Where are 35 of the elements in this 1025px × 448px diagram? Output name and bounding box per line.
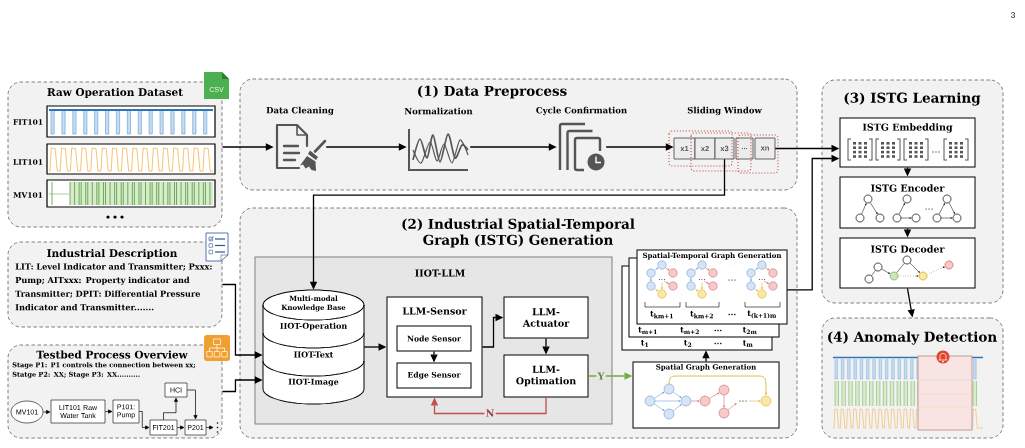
arrow (138, 411, 150, 430)
description-text: LIT: Level Indicator and Transmitter; Pxxx: Pump; AITxxx: Property indicator and Transmitter; DPIT: Differential Pressure Indicator and Transmitter....... (15, 263, 212, 311)
layer-label: IIOT-Image (288, 378, 339, 387)
time-label: t$_{m}$ (742, 340, 753, 347)
process-box: LLM-Actuator (503, 296, 589, 339)
arrow (176, 425, 185, 430)
arrow (42, 410, 51, 414)
time-label: t$_{2m}$ (742, 326, 757, 335)
time-label: t$_{km+1}$ (650, 310, 673, 319)
time-label: ... (714, 342, 722, 345)
step-label: Data Cleaning (266, 106, 334, 116)
step-label: Cycle Confirmation (536, 106, 627, 116)
time-label: t$_{m+1}$ (638, 326, 657, 335)
layer-label: IIOT-Text (294, 351, 334, 358)
layer-label: IIOT-Operation (280, 322, 347, 331)
arrow (163, 397, 178, 421)
time-label: t$_{1}$ (641, 339, 649, 348)
edge-label: Y (596, 371, 606, 381)
arrow (430, 396, 547, 415)
process-box: ISTG Decoder (839, 237, 976, 289)
time-label: ... (728, 313, 736, 316)
page-number: 3 (1011, 12, 1015, 18)
time-label: t$_{2}$ (684, 339, 692, 348)
time-label: t$_{(k+1)m}$ (747, 310, 777, 319)
process-box: ISTG Encoder (839, 176, 976, 229)
step-label: Sliding Window (687, 106, 762, 116)
process-box: LLM-Optimation (503, 354, 589, 398)
arrow (104, 409, 113, 414)
time-label: t$_{km+2}$ (690, 310, 713, 319)
time-label: t$_{m+2}$ (680, 326, 699, 335)
arrow (205, 425, 214, 430)
time-label: ... (714, 329, 722, 332)
edge-label: N (484, 408, 496, 418)
step-label: Normalization (404, 107, 473, 115)
arrow (186, 389, 198, 420)
